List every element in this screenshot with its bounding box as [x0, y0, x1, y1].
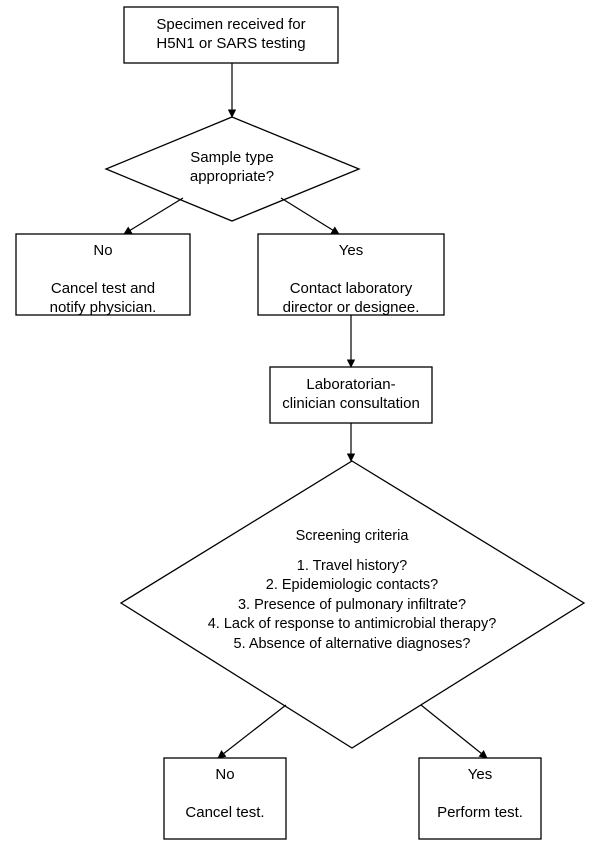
- yes-contact-line-1: Contact laboratory: [289, 280, 413, 297]
- arrow-screening-to-yes: [420, 704, 488, 759]
- no-cancel-text: No Cancel test and notify physician.: [16, 241, 190, 317]
- arrow-sample-to-yes: [280, 197, 340, 235]
- no-cancel-test-box: [163, 757, 287, 840]
- screening-text: Screening criteria 1. Travel history? 2.…: [152, 527, 552, 654]
- specimen-line-1: Specimen received for: [156, 16, 306, 33]
- sample-type-diamond: [104, 116, 361, 222]
- sample-type-text: Sample type appropriate?: [132, 148, 332, 186]
- screening-title: Screening criteria: [295, 528, 409, 544]
- yes-contact-line-2: director or designee.: [282, 299, 420, 316]
- criterion-5: 5. Absence of alternative diagnoses?: [233, 635, 471, 652]
- criterion-2: 2. Epidemiologic contacts?: [265, 577, 439, 593]
- no-cancel-line-1: Cancel test and: [50, 280, 156, 297]
- yes-contact-box: [257, 233, 445, 316]
- arrow-screening-to-no: [217, 704, 287, 759]
- screening-diamond: [119, 460, 586, 749]
- criterion-4: 4. Lack of response to antimicrobial the…: [207, 616, 497, 632]
- specimen-box: [123, 6, 339, 64]
- no-cancel-title: No: [93, 242, 113, 259]
- criterion-3: 3. Presence of pulmonary infiltrate?: [237, 596, 467, 613]
- specimen-line-2: H5N1 or SARS testing: [156, 35, 306, 52]
- no-cancel-test-title: No: [215, 766, 235, 783]
- specimen-text: Specimen received for H5N1 or SARS testi…: [124, 15, 338, 53]
- consultation-text: Laboratorian- clinician consultation: [270, 375, 432, 413]
- yes-perform-test-text: Yes Perform test.: [419, 765, 541, 822]
- yes-perform-test-title: Yes: [467, 766, 493, 783]
- consultation-line-2: clinician consultation: [282, 395, 420, 412]
- yes-contact-text: Yes Contact laboratory director or desig…: [258, 241, 444, 317]
- no-cancel-test-line: Cancel test.: [185, 804, 265, 821]
- no-cancel-test-text: No Cancel test.: [164, 765, 286, 822]
- no-cancel-box: [15, 233, 191, 316]
- yes-perform-test-box: [418, 757, 542, 840]
- criterion-1: 1. Travel history?: [296, 557, 408, 574]
- consultation-line-1: Laboratorian-: [306, 376, 396, 393]
- yes-contact-title: Yes: [338, 242, 364, 259]
- no-cancel-line-2: notify physician.: [49, 299, 157, 316]
- yes-perform-test-line: Perform test.: [437, 804, 523, 821]
- arrow-sample-to-no: [123, 197, 184, 235]
- sample-type-line-1: Sample type: [190, 149, 274, 166]
- sample-type-line-2: appropriate?: [189, 168, 275, 185]
- consultation-box: [269, 366, 433, 424]
